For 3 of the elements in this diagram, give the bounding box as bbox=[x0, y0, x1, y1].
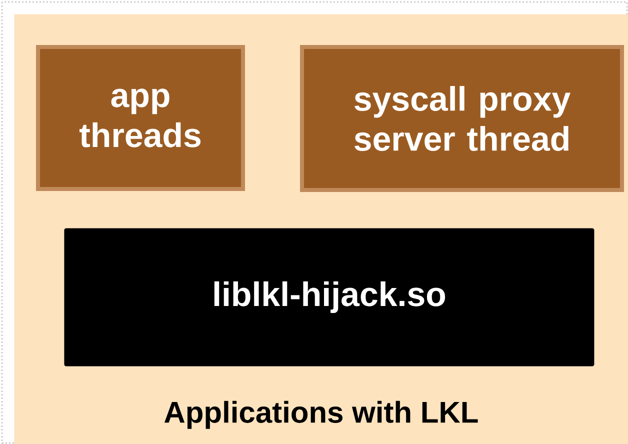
thread-box: app threads bbox=[36, 45, 245, 191]
thread-box: syscall proxy server thread bbox=[300, 45, 624, 192]
library-box: liblkl-hijack.so bbox=[64, 228, 594, 366]
